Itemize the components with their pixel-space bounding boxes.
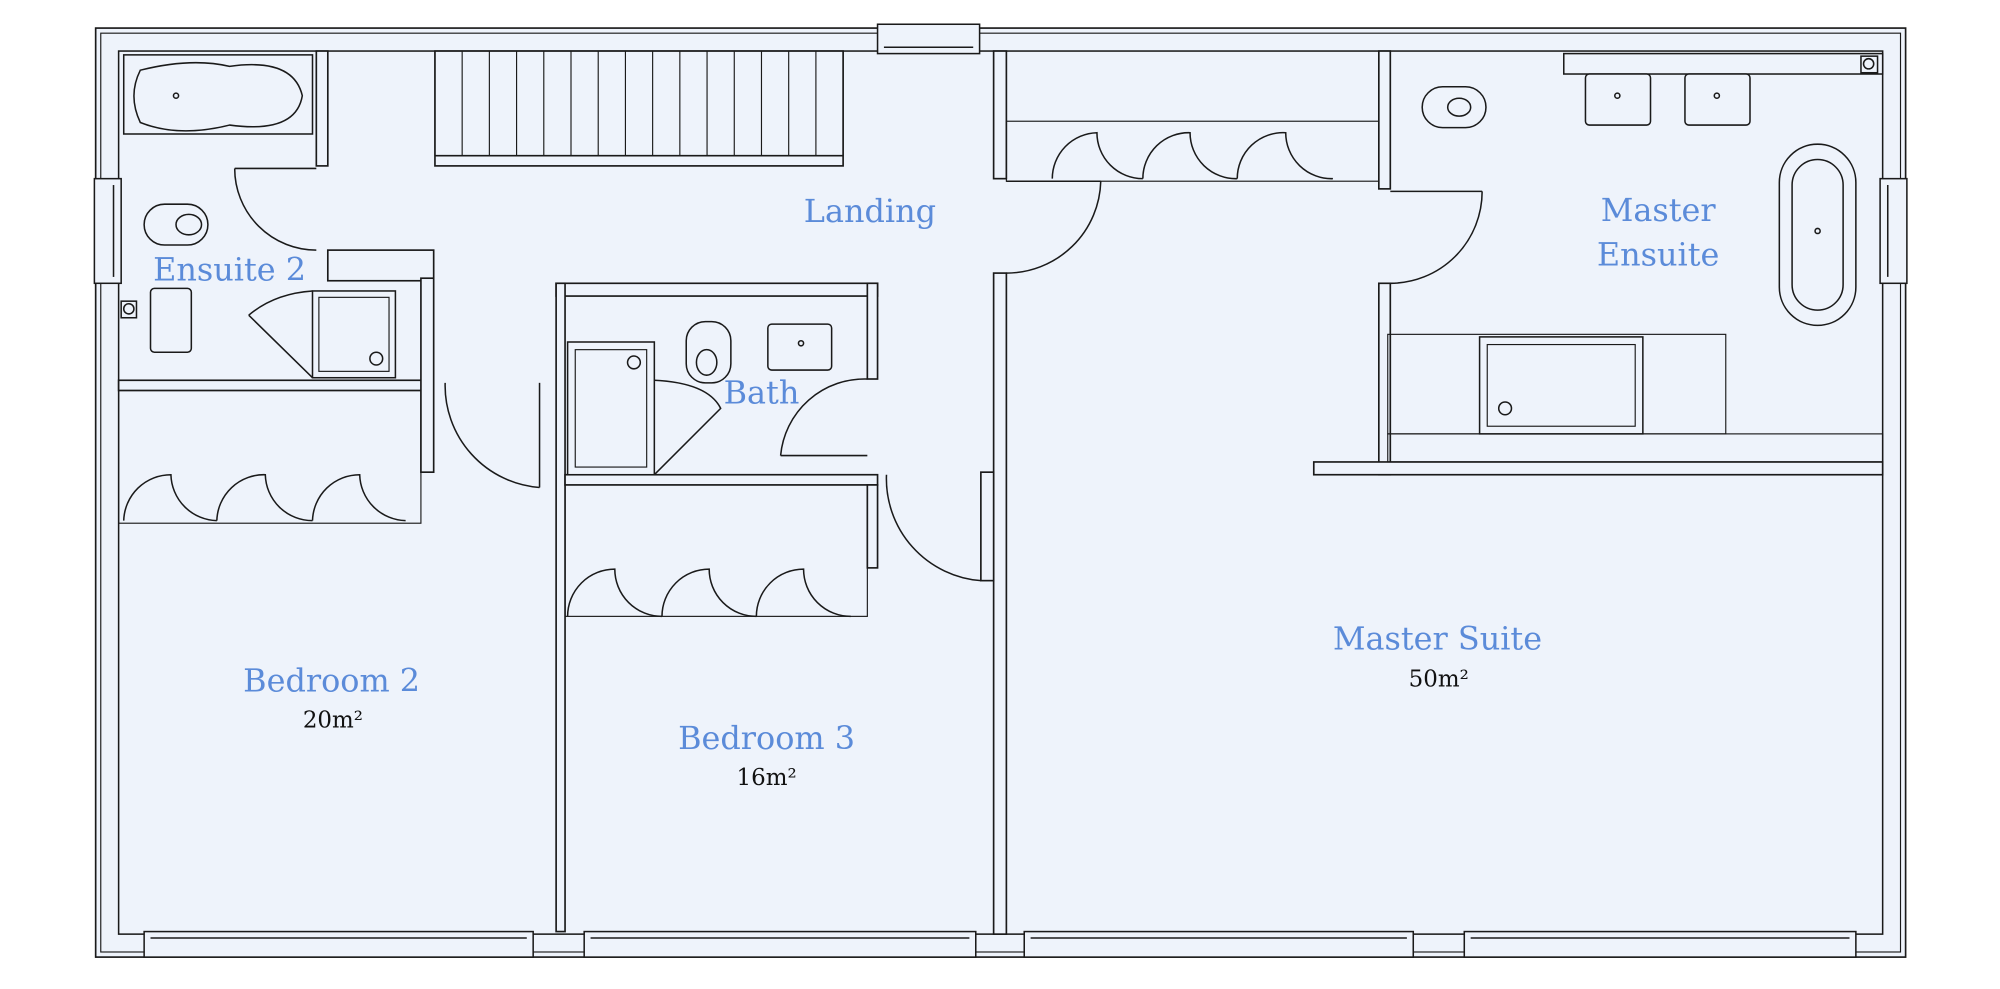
wardrobes xyxy=(118,120,1380,618)
room-area-bedroom-3: 16m² xyxy=(736,765,796,791)
room-label-bedroom-3: Bedroom 3 xyxy=(678,719,855,757)
room-label-master-ensuite-line2: Ensuite xyxy=(1597,235,1720,273)
room-labels: Landing Ensuite 2 Bath Master Ensuite Ma… xyxy=(153,191,1719,791)
windows xyxy=(93,23,1908,958)
room-label-landing: Landing xyxy=(804,192,936,230)
room-label-master-suite: Master Suite xyxy=(1333,620,1542,658)
room-label-ensuite-2: Ensuite 2 xyxy=(153,251,306,289)
bathtub-master xyxy=(1778,143,1857,327)
sink-master-1 xyxy=(1584,73,1652,126)
sink-ensuite-2 xyxy=(149,287,193,353)
staircase xyxy=(434,51,844,157)
room-label-bath: Bath xyxy=(724,373,800,411)
room-area-master-suite: 50m² xyxy=(1409,667,1469,693)
room-area-bedroom-2: 20m² xyxy=(303,707,363,733)
shower-ensuite-2 xyxy=(311,290,397,379)
room-label-bedroom-2: Bedroom 2 xyxy=(243,662,420,700)
bathtub-ensuite-2 xyxy=(122,54,314,135)
shower-bath xyxy=(566,341,656,476)
shower-master xyxy=(1478,336,1644,435)
fixtures xyxy=(120,52,1884,476)
sink-bath xyxy=(767,323,833,371)
sink-master-2 xyxy=(1684,73,1751,126)
room-label-master-ensuite-line1: Master xyxy=(1601,191,1717,229)
toilet-master xyxy=(1421,86,1487,129)
